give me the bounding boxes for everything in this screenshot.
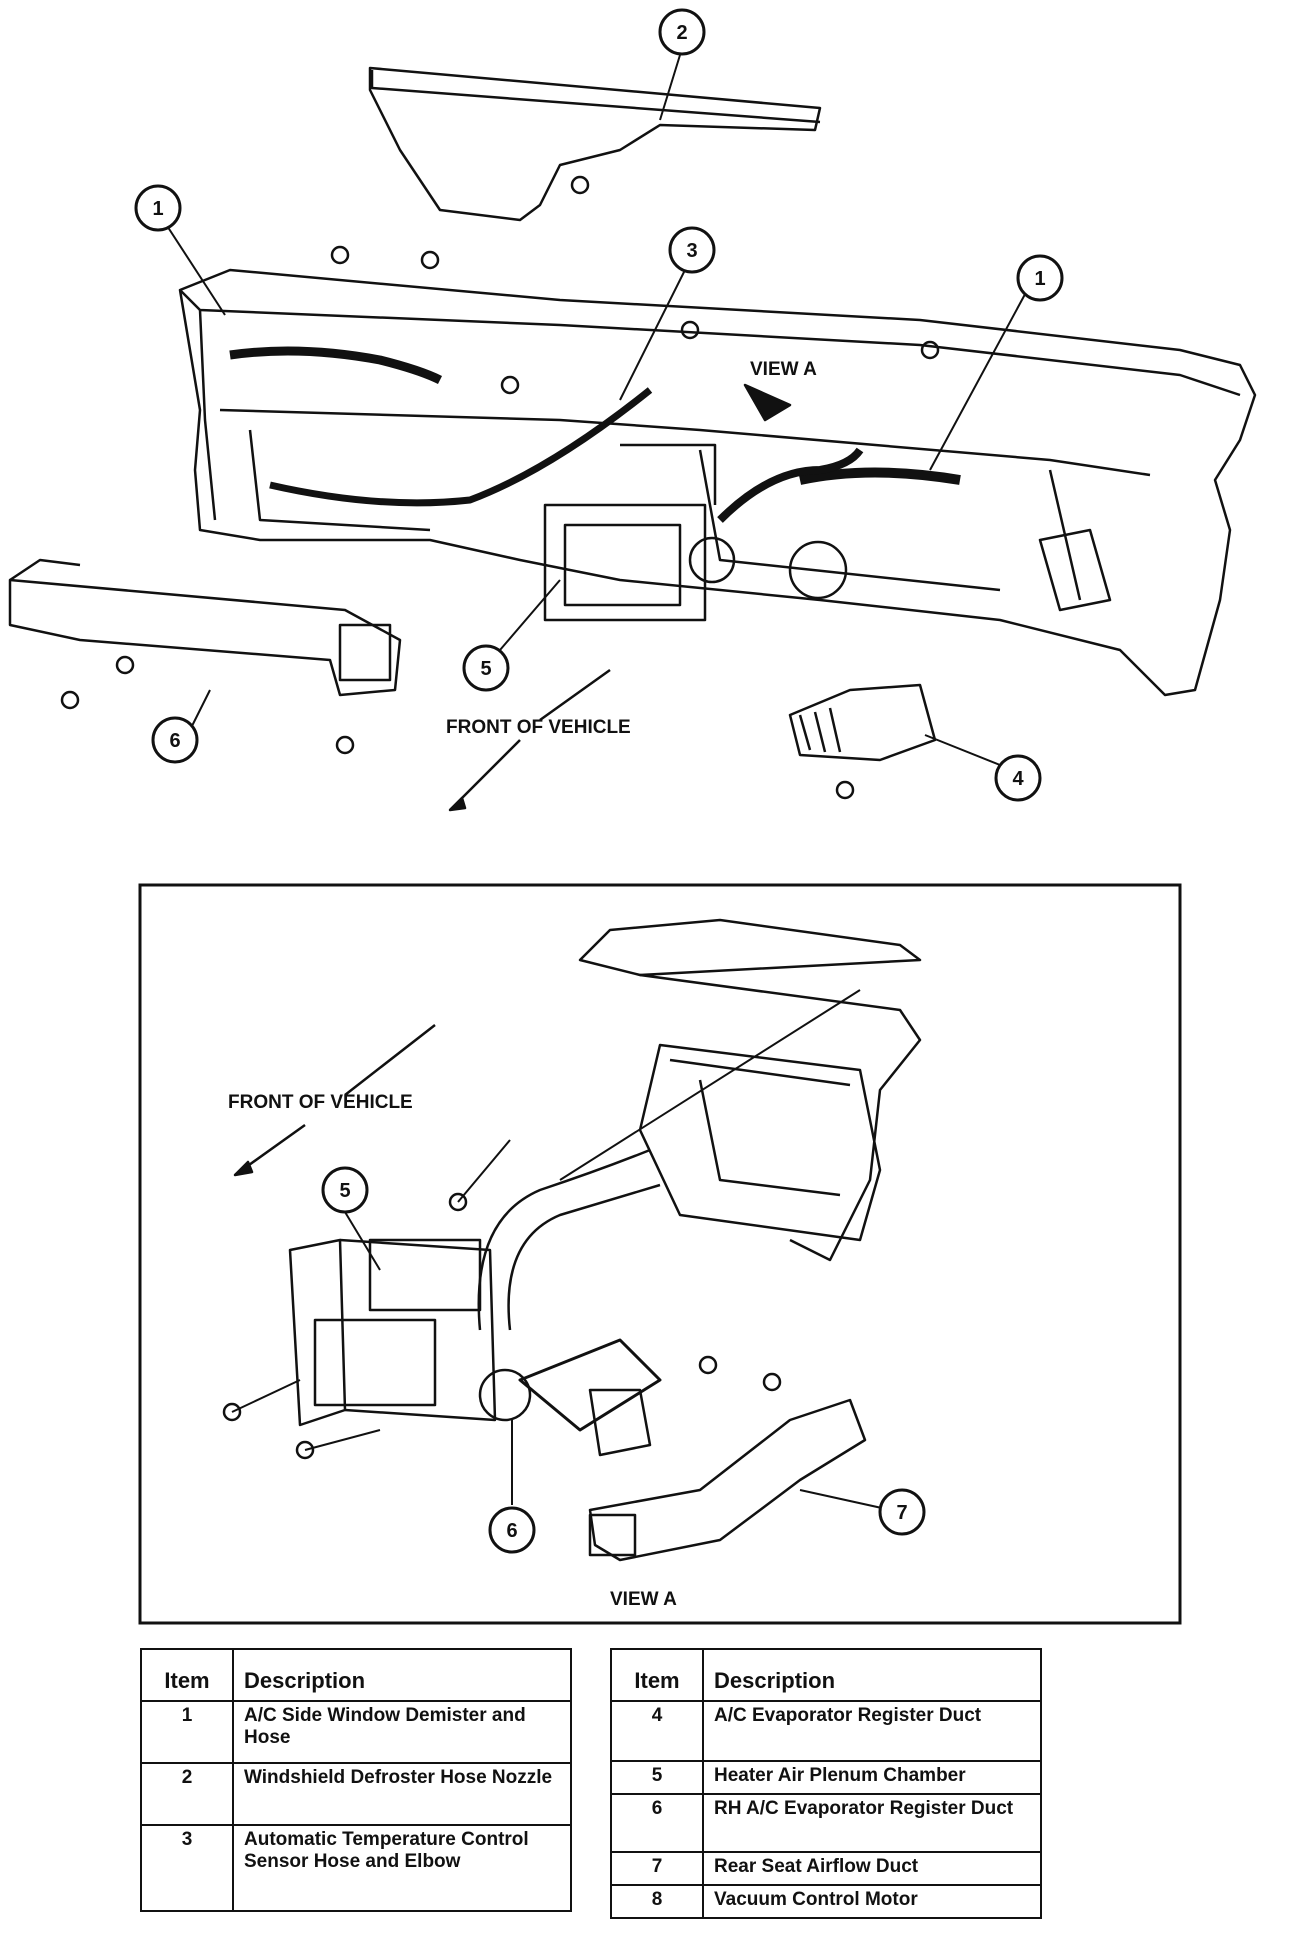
table-row: 7 Rear Seat Airflow Duct (610, 1850, 1042, 1886)
table-row: 5 Heater Air Plenum Chamber (610, 1760, 1042, 1795)
callouts-view: 5 6 7 (321, 1166, 926, 1554)
item-description: A/C Evaporator Register Duct (702, 1700, 1042, 1762)
svg-text:6: 6 (169, 730, 180, 752)
callout-5-view: 5 (321, 1166, 369, 1214)
item-description: Automatic Temperature Control Sensor Hos… (232, 1824, 572, 1912)
item-description: Rear Seat Airflow Duct (702, 1850, 1042, 1886)
callouts-top: 1 2 3 1 5 6 4 (134, 8, 1064, 802)
table-row: 3 Automatic Temperature Control Sensor H… (140, 1824, 572, 1912)
item-number: 2 (140, 1762, 234, 1826)
table-row: 6 RH A/C Evaporator Register Duct (610, 1792, 1042, 1853)
callout-5-top: 5 (462, 644, 510, 692)
callout-4: 4 (994, 754, 1042, 802)
svg-text:7: 7 (896, 1502, 907, 1524)
item-description: Heater Air Plenum Chamber (702, 1760, 1042, 1795)
item-description: A/C Side Window Demister and Hose (232, 1700, 572, 1764)
header-item: Item (610, 1648, 704, 1702)
item-number: 6 (610, 1792, 704, 1853)
callout-2: 2 (658, 8, 706, 56)
lh-register-duct-shape (8, 578, 402, 697)
view-a-marker-label: VIEW A (750, 359, 817, 380)
item-number: 5 (610, 1760, 704, 1795)
rear-seat-duct-shape (588, 1398, 867, 1562)
item-number: 7 (610, 1850, 704, 1886)
callout-7: 7 (878, 1488, 926, 1536)
svg-text:5: 5 (339, 1180, 350, 1202)
view-plenum-box (288, 1238, 347, 1427)
item-number: 1 (140, 1700, 234, 1764)
callout-3: 3 (668, 226, 716, 274)
item-description: Vacuum Control Motor (702, 1883, 1042, 1919)
table-row: 2 Windshield Defroster Hose Nozzle (140, 1762, 572, 1826)
view-a-drawing (222, 918, 922, 1562)
legend-table-right: Item Description 4 A/C Evaporator Regist… (610, 1648, 1042, 1919)
view-a-frame (138, 883, 1182, 1625)
instrument-panel-drawing (8, 54, 1257, 812)
svg-text:3: 3 (686, 240, 697, 262)
plenum-chamber-shape (543, 503, 707, 622)
item-number: 8 (610, 1883, 704, 1919)
view-a-caption: VIEW A (610, 1589, 677, 1610)
rh-register-duct-shape (788, 683, 937, 762)
table-row: 8 Vacuum Control Motor (610, 1883, 1042, 1919)
front-of-vehicle-label-top: FRONT OF VEHICLE (446, 717, 631, 738)
callout-6-view: 6 (488, 1506, 536, 1554)
item-number: 4 (610, 1700, 704, 1762)
svg-text:1: 1 (152, 198, 163, 220)
header-item: Item (140, 1648, 234, 1702)
item-description: Windshield Defroster Hose Nozzle (232, 1762, 572, 1826)
table-row: 1 A/C Side Window Demister and Hose (140, 1700, 572, 1764)
svg-text:6: 6 (506, 1520, 517, 1542)
svg-text:5: 5 (480, 658, 491, 680)
legend-header-row: Item Description (610, 1648, 1042, 1702)
fasteners-top (60, 175, 940, 800)
svg-text:2: 2 (676, 22, 687, 44)
callout-6-top: 6 (151, 716, 199, 764)
item-description: RH A/C Evaporator Register Duct (702, 1792, 1042, 1853)
svg-text:4: 4 (1012, 768, 1024, 790)
front-of-vehicle-label-view: FRONT OF VEHICLE (228, 1092, 413, 1113)
defroster-nozzle-shape (368, 66, 822, 222)
legend-table-left: Item Description 1 A/C Side Window Demis… (140, 1648, 572, 1912)
legend-header-row: Item Description (140, 1648, 572, 1702)
callout-1-left: 1 (134, 184, 182, 232)
header-description: Description (702, 1648, 1042, 1702)
item-number: 3 (140, 1824, 234, 1912)
svg-text:1: 1 (1034, 268, 1045, 290)
callout-1-right: 1 (1016, 254, 1064, 302)
table-row: 4 A/C Evaporator Register Duct (610, 1700, 1042, 1762)
header-description: Description (232, 1648, 572, 1702)
